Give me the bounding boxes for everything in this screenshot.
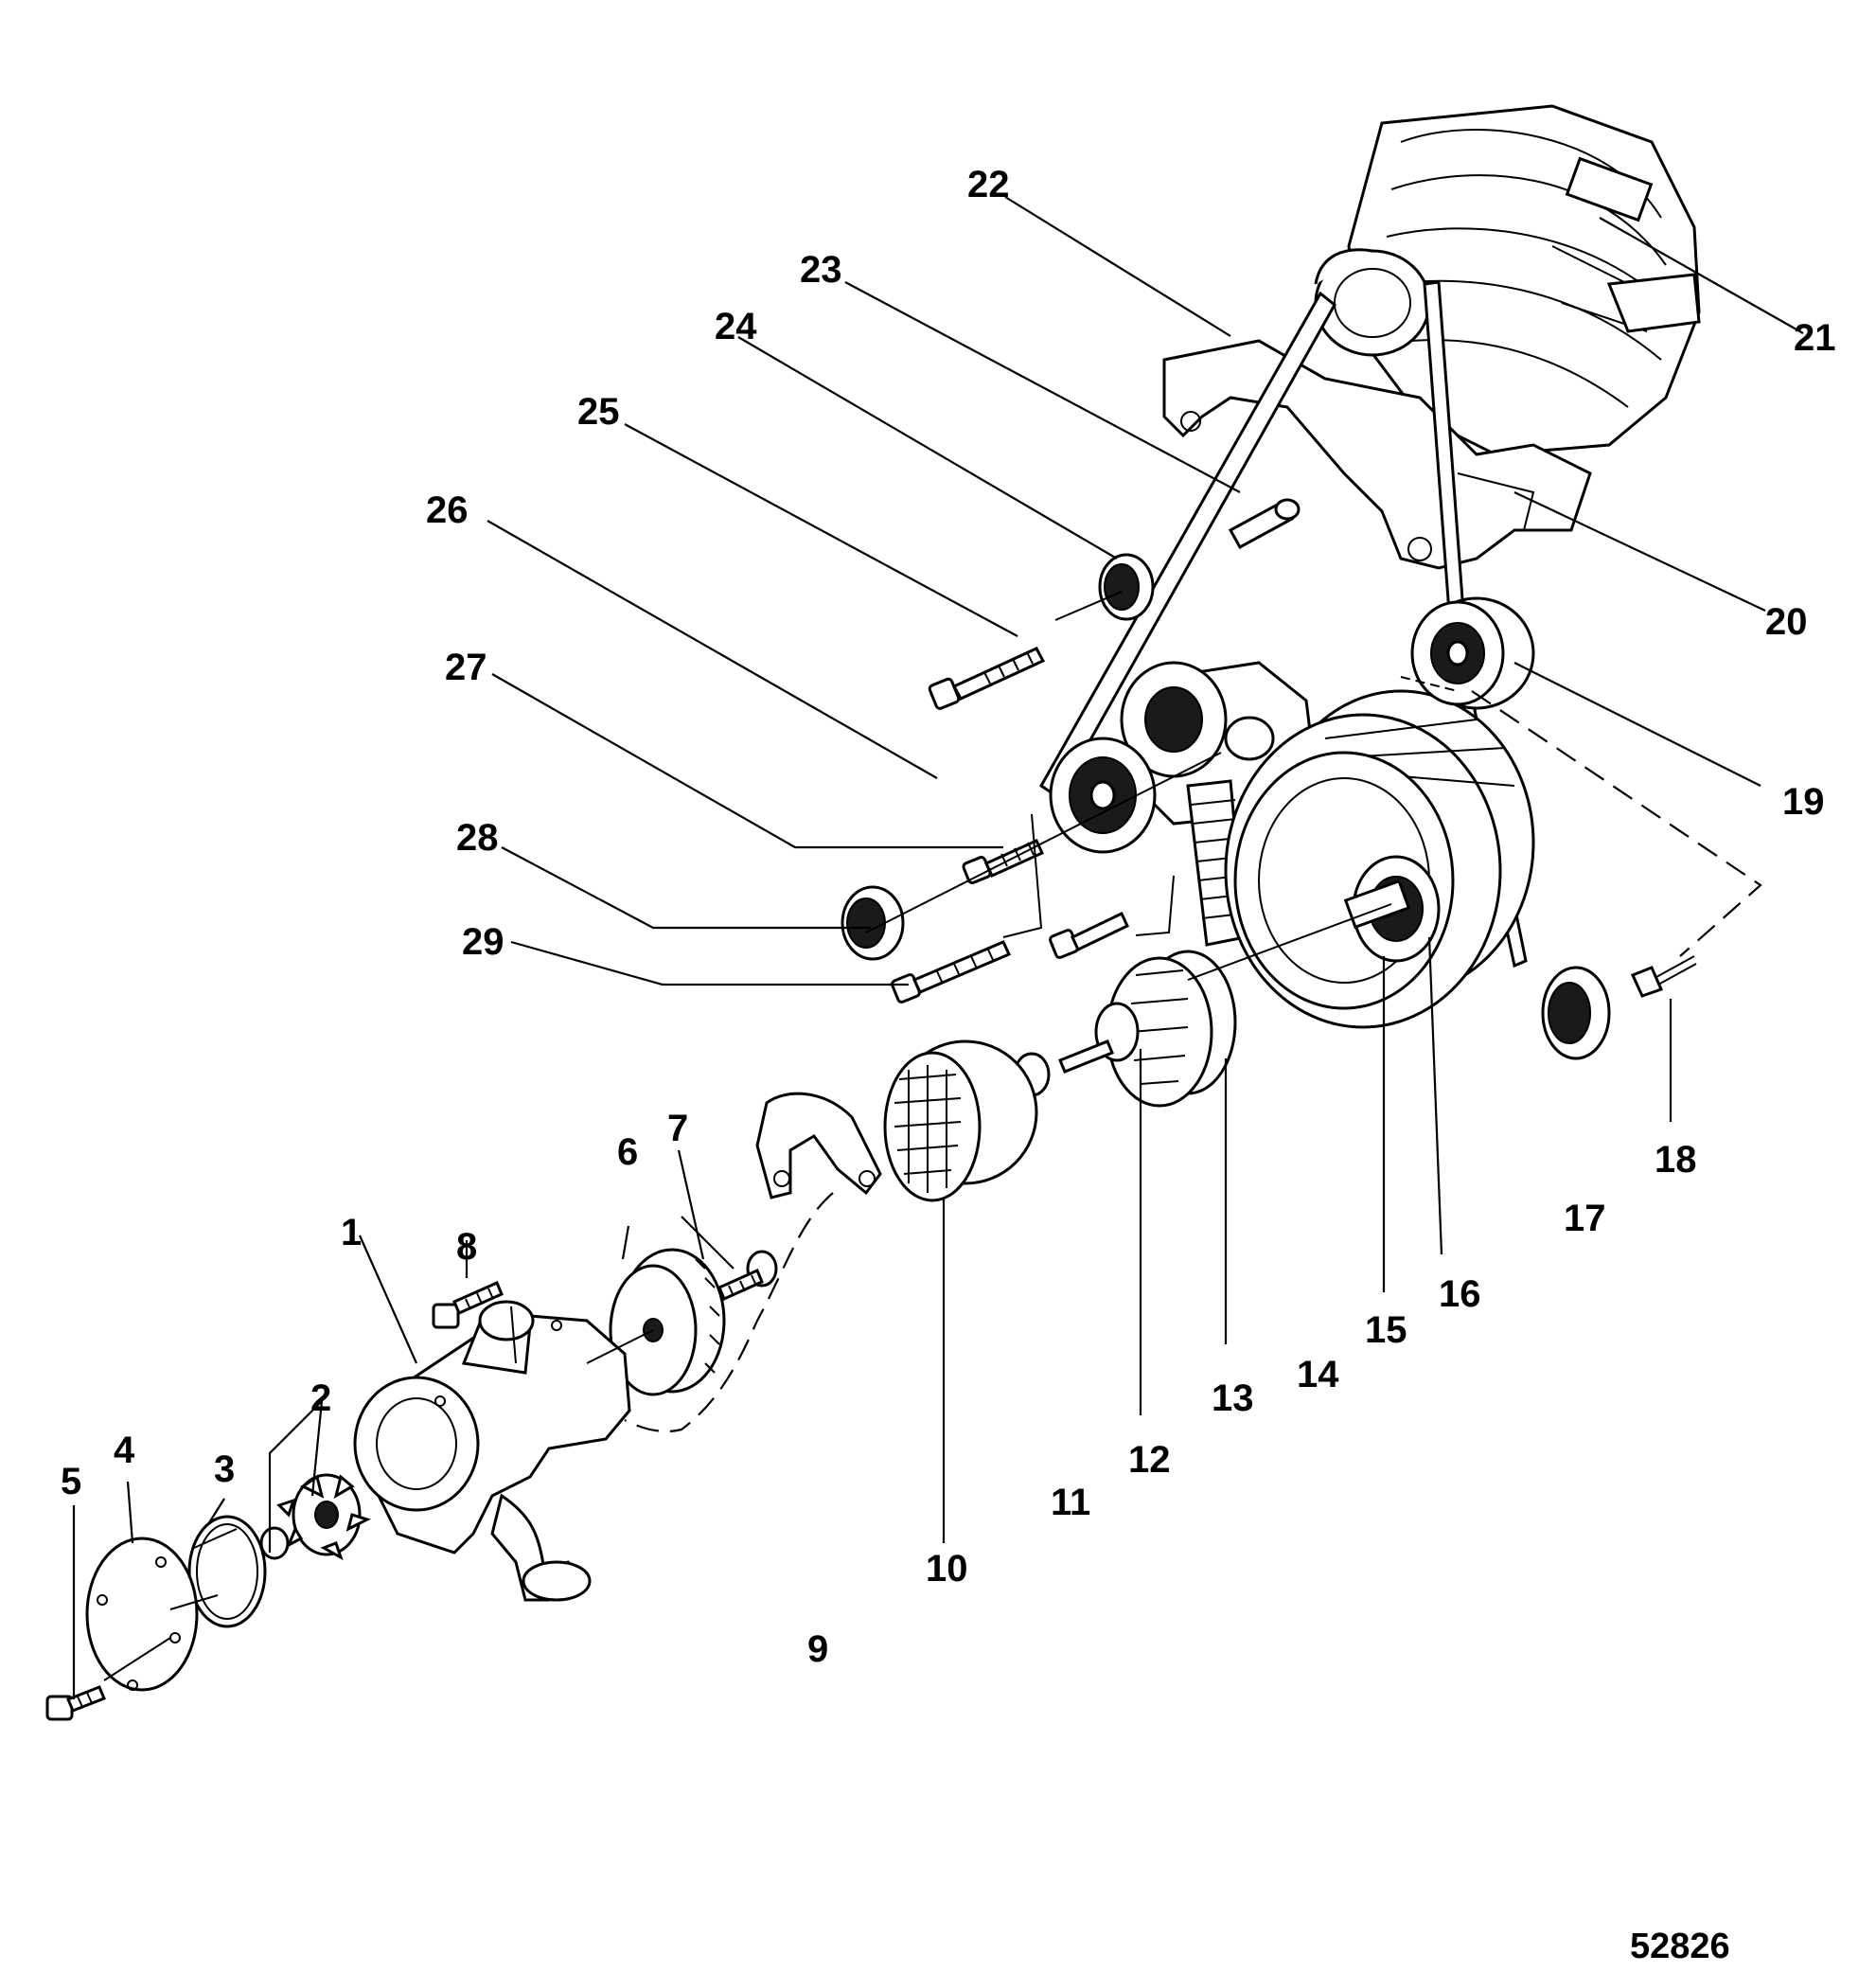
pump-housing-1	[353, 1300, 631, 1602]
callout-6: 6	[617, 1131, 638, 1173]
callout-20: 20	[1765, 601, 1808, 643]
tensioner-pulley	[1049, 737, 1157, 854]
washer-28	[841, 885, 905, 961]
callout-11: 11	[1051, 1482, 1090, 1523]
bolt-11	[1049, 911, 1129, 959]
bolt-7	[717, 1250, 778, 1302]
cover-plate-4	[85, 1537, 199, 1692]
callout-14: 14	[1297, 1354, 1339, 1395]
figure-number: 52826	[1630, 1927, 1730, 1966]
callout-16: 16	[1439, 1273, 1481, 1315]
callout-2: 2	[310, 1377, 331, 1419]
pump-drive-hub-10	[883, 1039, 1038, 1202]
callout-22: 22	[967, 164, 1010, 205]
screw-5	[45, 1685, 106, 1721]
callout-7: 7	[667, 1108, 688, 1149]
callout-21: 21	[1794, 317, 1836, 359]
washer-17	[1541, 966, 1611, 1060]
callout-4: 4	[114, 1430, 135, 1471]
bolt-25	[928, 647, 1046, 710]
leader-lines	[72, 196, 1804, 1699]
impeller-2	[259, 1473, 371, 1561]
callout-17: 17	[1564, 1198, 1606, 1239]
assembly-lines	[103, 591, 1762, 1681]
callout-18: 18	[1655, 1139, 1697, 1181]
bracket-9	[755, 1092, 882, 1199]
callout-28: 28	[456, 817, 499, 859]
callout-27: 27	[445, 647, 487, 688]
callout-12: 12	[1128, 1439, 1171, 1481]
callout-15: 15	[1365, 1309, 1407, 1351]
callout-1: 1	[341, 1212, 362, 1253]
callout-19: 19	[1782, 781, 1825, 823]
callout-23: 23	[800, 249, 842, 291]
idler-pulley-19	[1410, 596, 1535, 710]
callout-13: 13	[1212, 1377, 1254, 1419]
idler-pulley-small	[1098, 553, 1155, 621]
bolt-8	[432, 1281, 504, 1329]
callout-29: 29	[462, 921, 504, 963]
callout-5: 5	[61, 1461, 81, 1502]
callout-26: 26	[426, 489, 469, 531]
bolt-29	[891, 940, 1012, 1004]
callout-9: 9	[807, 1628, 828, 1670]
callout-10: 10	[926, 1548, 968, 1590]
callout-25: 25	[577, 391, 620, 433]
spacer-23	[1228, 498, 1301, 550]
pump-pulley-13	[1094, 950, 1237, 1108]
callout-24: 24	[715, 306, 757, 347]
bolt-18	[1630, 955, 1697, 998]
callout-3: 3	[214, 1448, 235, 1490]
callout-8: 8	[456, 1226, 477, 1268]
callout-labels: 1 2 3 4 5 6 7 8 9 10 11 12 13 14 15 16 1…	[61, 164, 1836, 1670]
